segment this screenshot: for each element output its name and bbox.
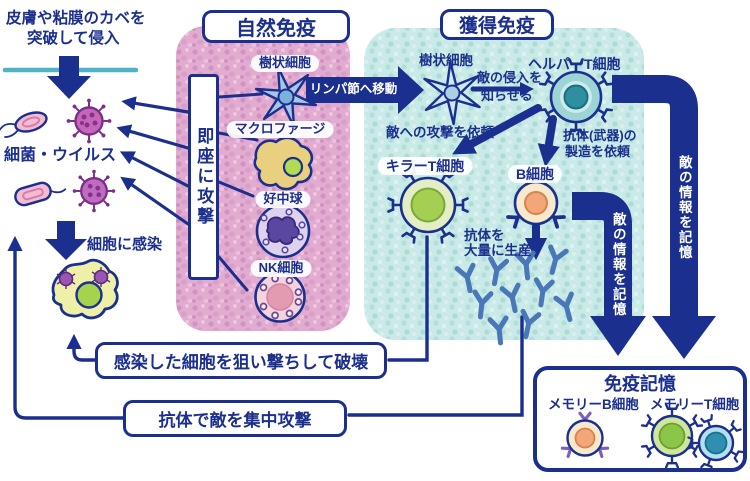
- nk-cell-label: NK細胞: [250, 260, 312, 277]
- adaptive-dendritic-label: 樹状細胞: [419, 53, 473, 68]
- infect-label: 細胞に感染: [87, 236, 163, 253]
- action-box-connectors: [7, 235, 524, 420]
- memory-t-label: メモリーT細胞: [650, 397, 740, 412]
- virus-icon-2: [71, 168, 117, 214]
- memory-b-cell-icon: [560, 411, 610, 459]
- virus-in-cell-icon: [91, 267, 111, 287]
- memory-cells-graphics: [560, 403, 743, 468]
- infected-cell-icon: [51, 258, 119, 320]
- destroy-action-box: 感染した細胞を狙い撃ちして破壊: [95, 342, 387, 379]
- helper-t-label: ヘルパーT細胞: [528, 56, 621, 72]
- memory-b-label: メモリーB細胞: [548, 397, 639, 412]
- intro-text-line1: 皮膚や粘膜のカベを: [6, 10, 146, 27]
- immediate-attack-box: 即座に攻撃: [188, 74, 219, 280]
- destroy-action-label: 感染した細胞を狙い撃ちして破壊: [113, 353, 369, 372]
- spiral-bacterium-icon: [0, 111, 48, 138]
- innate-title-box: 自然免疫: [202, 10, 350, 43]
- request-antibody-line1: 抗体(武器)の: [563, 128, 637, 143]
- killer-t-label: キラーT細胞: [377, 157, 473, 176]
- focus-attack-action-label: 抗体で敵を集中攻撃: [158, 411, 312, 430]
- immune-memory-box: 免疫記憶 メモリーB細胞 メモリーT細胞: [533, 366, 747, 472]
- memory-inner-arrow-label: 敵の情報を記憶: [610, 212, 626, 317]
- virus-icon: [65, 97, 113, 145]
- dendritic-cell-adaptive-icon: [423, 60, 481, 126]
- innate-title: 自然免疫: [236, 18, 316, 40]
- rod-bacterium-icon: [14, 181, 67, 207]
- focus-attack-action-box: 抗体で敵を集中攻撃: [123, 400, 347, 437]
- immediate-attack-label: 即座に攻撃: [194, 127, 214, 227]
- notify-label-line1: 敵の侵入を: [477, 70, 543, 85]
- memory-t-cell-green-icon: [640, 403, 704, 468]
- killer-t-cell-icon: [387, 166, 469, 244]
- memory-t-cell-blue-icon: [687, 414, 743, 468]
- lymph-transfer-arrow: [306, 66, 424, 114]
- adaptive-title-box: 獲得免疫: [440, 9, 554, 40]
- infect-down-arrow: [45, 221, 87, 260]
- request-antibody-line2: 製造を依頼: [565, 144, 631, 159]
- macrophage-label: マクロファージ: [226, 121, 334, 138]
- adaptive-arrows: [452, 82, 560, 261]
- helper-t-cell-icon: [538, 58, 614, 136]
- immediate-attack-arrows: [116, 96, 190, 226]
- virus-in-cell-icon: [56, 269, 76, 289]
- nk-cell-icon: [254, 271, 306, 323]
- memory-outer-arrow-label: 敵の情報を記憶: [676, 155, 692, 260]
- invasion-down-arrow: [47, 56, 91, 99]
- macrophage-icon: [253, 136, 314, 191]
- dendritic-label: 樹状細胞: [250, 55, 320, 72]
- memory-arrow-inner: [572, 192, 646, 356]
- request-attack-label: 敵への攻撃を依頼: [386, 125, 494, 140]
- bacteria-virus-label: 細菌・ウイルス: [4, 147, 117, 164]
- adaptive-title: 獲得免疫: [458, 16, 535, 37]
- memory-arrow-outer: [612, 75, 716, 359]
- memory-title: 免疫記憶: [604, 374, 676, 394]
- produce-label-line1: 抗体を: [464, 228, 505, 243]
- b-cell-label: B細胞: [507, 165, 563, 184]
- neutrophil-label: 好中球: [255, 191, 311, 208]
- lymph-transfer-label: リンパ節へ移動: [309, 82, 398, 96]
- b-cell-icon: [506, 171, 566, 229]
- produce-label-line2: 大量に生産: [464, 243, 532, 258]
- intro-text-line2: 突破して侵入: [27, 30, 120, 47]
- notify-label-line2: 知らせる: [481, 88, 533, 103]
- neutrophil-icon: [255, 203, 311, 259]
